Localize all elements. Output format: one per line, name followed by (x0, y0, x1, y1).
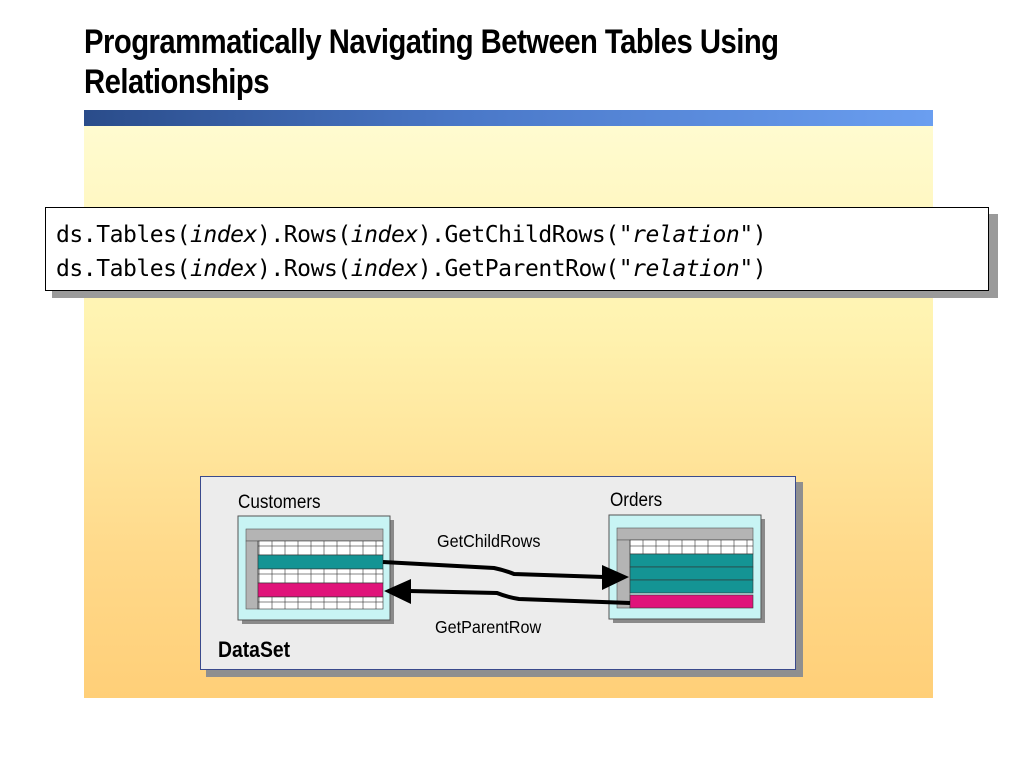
code-line-get-child-rows: ds.Tables(index).Rows(index).GetChildRow… (56, 218, 988, 252)
code-text: ).GetChildRows(" (417, 222, 633, 248)
orders-selected-row (629, 594, 754, 609)
code-line-get-parent-row: ds.Tables(index).Rows(index).GetParentRo… (56, 252, 988, 286)
code-param: relation (632, 222, 740, 248)
get-child-rows-arrow (382, 560, 629, 590)
orders-child-row (629, 579, 754, 594)
orders-child-row (629, 566, 754, 581)
code-text: ") (739, 222, 767, 248)
slide-title-line2: Relationships (84, 63, 270, 101)
get-parent-row-label: GetParentRow (435, 617, 542, 637)
code-text: ds.Tables( (56, 256, 190, 282)
get-child-rows-label: GetChildRows (437, 531, 540, 551)
dataset-label: DataSet (218, 638, 290, 662)
code-text: ") (739, 256, 767, 282)
code-param: relation (632, 256, 740, 282)
orders-child-row (629, 553, 754, 568)
code-param: index (189, 222, 257, 248)
code-text: ).Rows( (256, 222, 351, 248)
code-param: index (350, 222, 418, 248)
code-text: ds.Tables( (56, 222, 190, 248)
customers-parent-row (257, 582, 384, 598)
orders-table (608, 514, 765, 623)
code-text: ).Rows( (256, 256, 351, 282)
title-divider-bar (84, 110, 933, 126)
get-parent-row-arrow (384, 579, 631, 605)
code-text: ).GetParentRow(" (417, 256, 633, 282)
code-param: index (189, 256, 257, 282)
slide-title-line1: Programmatically Navigating Between Tabl… (84, 23, 779, 61)
customers-selected-row (257, 554, 384, 570)
code-box: ds.Tables(index).Rows(index).GetChildRow… (45, 207, 989, 291)
customers-label: Customers (238, 491, 321, 512)
code-param: index (350, 256, 418, 282)
customers-table (237, 515, 394, 624)
slide-title: Programmatically Navigating Between Tabl… (84, 22, 858, 102)
orders-label: Orders (610, 489, 662, 510)
